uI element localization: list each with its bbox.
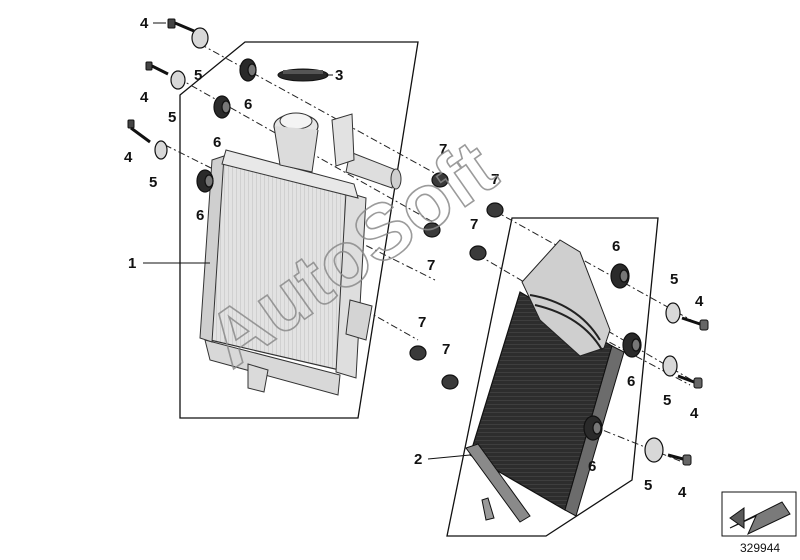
direction-arrow-icon — [721, 491, 797, 537]
callout-7: 7 — [427, 257, 435, 274]
callout-5: 5 — [168, 109, 176, 126]
callout-4: 4 — [678, 484, 687, 501]
callout-7: 7 — [491, 171, 499, 188]
cooler-group-outline — [446, 217, 659, 537]
callout-6: 6 — [612, 238, 620, 255]
bolt-icon — [127, 18, 709, 466]
callout-5: 5 — [663, 392, 671, 409]
nut-icon — [409, 172, 504, 390]
callout-6: 6 — [196, 207, 204, 224]
callout-7: 7 — [470, 216, 478, 233]
callout-5: 5 — [670, 271, 678, 288]
callout-5: 5 — [194, 67, 202, 84]
callout-2: 2 — [414, 451, 422, 468]
radiator — [199, 112, 402, 396]
washer-icon — [154, 27, 681, 463]
callout-3: 3 — [335, 67, 343, 84]
callout-5: 5 — [644, 477, 652, 494]
callout-6: 6 — [588, 458, 596, 475]
callout-1: 1 — [128, 255, 136, 272]
callout-7: 7 — [418, 314, 426, 331]
callout-5: 5 — [149, 174, 157, 191]
callout-4: 4 — [140, 15, 149, 32]
oil-cooler — [465, 239, 625, 523]
reference-number: 329944 — [740, 541, 780, 555]
callout-7: 7 — [439, 141, 447, 158]
callout-6: 6 — [627, 373, 635, 390]
callout-4: 4 — [695, 293, 704, 310]
grommet-icon — [196, 58, 642, 441]
callout-7: 7 — [442, 341, 450, 358]
callout-4: 4 — [140, 89, 149, 106]
callout-6: 6 — [213, 134, 221, 151]
callout-6: 6 — [244, 96, 252, 113]
radiator-cap-icon — [277, 68, 329, 82]
callout-labels: 1 2 3 4 4 4 4 4 4 5 5 5 5 5 5 6 6 6 6 6 … — [124, 15, 704, 501]
radiator-group-outline — [179, 41, 419, 419]
callout-4: 4 — [690, 405, 699, 422]
callout-4: 4 — [124, 149, 133, 166]
